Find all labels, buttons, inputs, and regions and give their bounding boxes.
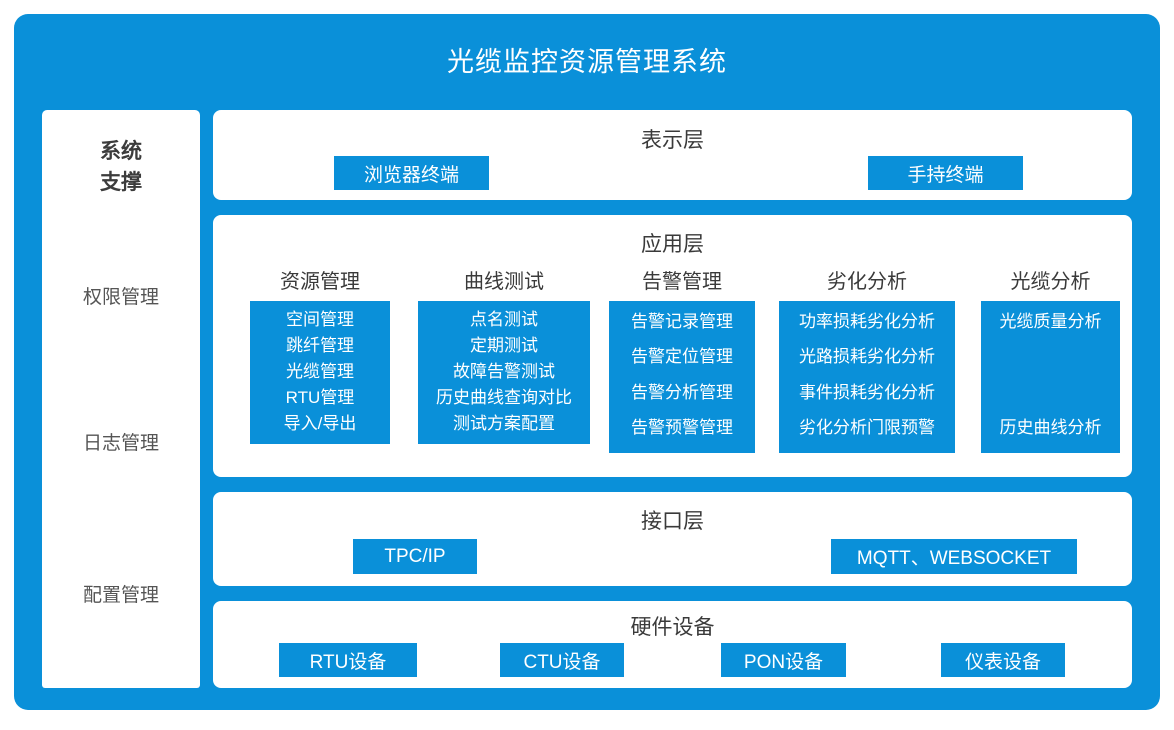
- sidebar-title-line-1: 系统: [100, 140, 142, 163]
- app-column-items: 空间管理 跳纤管理 光缆管理 RTU管理 导入/导出: [250, 301, 390, 444]
- chip-instrument-device[interactable]: 仪表设备: [941, 643, 1065, 677]
- app-column-alarm-management: 告警管理 告警记录管理 告警定位管理 告警分析管理 告警预警管理: [609, 267, 755, 453]
- app-item[interactable]: 告警定位管理: [631, 347, 733, 367]
- app-column-items: 告警记录管理 告警定位管理 告警分析管理 告警预警管理: [609, 301, 755, 453]
- chip-tcp-ip[interactable]: TPC/IP: [353, 539, 477, 574]
- chip-handheld-terminal[interactable]: 手持终端: [868, 156, 1023, 190]
- chip-mqtt-websocket[interactable]: MQTT、WEBSOCKET: [831, 539, 1077, 574]
- app-item[interactable]: 劣化分析门限预警: [799, 417, 935, 437]
- system-architecture-frame: 光缆监控资源管理系统 系统 支撑 权限管理 日志管理 配置管理 表示层 浏览器终…: [14, 14, 1160, 710]
- app-column-header: 劣化分析: [827, 271, 907, 293]
- app-item[interactable]: 故障告警测试: [453, 362, 555, 381]
- sidebar-item-log-management[interactable]: 日志管理: [82, 433, 159, 454]
- app-item[interactable]: 点名测试: [470, 310, 538, 329]
- layer-hardware-title: 硬件设备: [630, 616, 715, 639]
- sidebar-item-permission-management[interactable]: 权限管理: [82, 287, 159, 308]
- app-item[interactable]: 功率损耗劣化分析: [799, 312, 935, 331]
- chip-browser-terminal[interactable]: 浏览器终端: [334, 156, 489, 190]
- app-item[interactable]: 定期测试: [470, 336, 538, 355]
- app-column-header: 曲线测试: [464, 271, 544, 293]
- sidebar-item-config-management[interactable]: 配置管理: [82, 585, 159, 606]
- app-item[interactable]: RTU管理: [285, 388, 355, 407]
- sidebar-title-line-2: 支撑: [100, 171, 142, 194]
- app-item[interactable]: 测试方案配置: [453, 414, 555, 433]
- chip-rtu-device[interactable]: RTU设备: [279, 643, 417, 677]
- app-column-resource-management: 资源管理 空间管理 跳纤管理 光缆管理 RTU管理 导入/导出: [250, 267, 390, 444]
- app-item[interactable]: 导入/导出: [283, 414, 357, 433]
- app-item[interactable]: 事件损耗劣化分析: [799, 382, 935, 402]
- layer-application-title: 应用层: [641, 233, 704, 256]
- sidebar-title: 系统 支撑: [42, 136, 200, 198]
- layer-interface-title: 接口层: [641, 510, 704, 533]
- app-column-items: 点名测试 定期测试 故障告警测试 历史曲线查询对比 测试方案配置: [418, 301, 590, 444]
- layer-presentation: 表示层 浏览器终端 手持终端: [213, 110, 1132, 200]
- app-column-header: 光缆分析: [1010, 271, 1091, 293]
- app-column-header: 资源管理: [280, 271, 360, 293]
- app-item[interactable]: 告警记录管理: [631, 312, 733, 331]
- app-item[interactable]: 告警预警管理: [631, 417, 733, 437]
- app-item[interactable]: 光缆质量分析: [999, 312, 1102, 331]
- layer-application: 应用层 资源管理 空间管理 跳纤管理 光缆管理 RTU管理 导入/导出 曲线测试…: [213, 215, 1132, 477]
- chip-pon-device[interactable]: PON设备: [721, 643, 846, 677]
- app-column-cable-analysis: 光缆分析 光缆质量分析 历史曲线分析: [981, 267, 1120, 453]
- layer-hardware: 硬件设备 RTU设备 CTU设备 PON设备 仪表设备: [213, 601, 1132, 688]
- app-item[interactable]: 光缆管理: [286, 362, 354, 381]
- app-item[interactable]: 空间管理: [286, 310, 354, 329]
- app-column-degradation-analysis: 劣化分析 功率损耗劣化分析 光路损耗劣化分析 事件损耗劣化分析 劣化分析门限预警: [779, 267, 955, 453]
- layer-presentation-title: 表示层: [641, 129, 704, 152]
- page-title: 光缆监控资源管理系统: [447, 47, 727, 77]
- app-column-header: 告警管理: [642, 271, 722, 293]
- layer-interface: 接口层 TPC/IP MQTT、WEBSOCKET: [213, 492, 1132, 586]
- app-column-items: 功率损耗劣化分析 光路损耗劣化分析 事件损耗劣化分析 劣化分析门限预警: [779, 301, 955, 453]
- app-column-curve-test: 曲线测试 点名测试 定期测试 故障告警测试 历史曲线查询对比 测试方案配置: [418, 267, 590, 444]
- app-item[interactable]: 告警分析管理: [631, 382, 733, 402]
- app-item[interactable]: 光路损耗劣化分析: [799, 347, 935, 367]
- app-column-items: 光缆质量分析 历史曲线分析: [981, 301, 1120, 453]
- app-item[interactable]: 跳纤管理: [286, 336, 354, 355]
- sidebar-system-support: 系统 支撑 权限管理 日志管理 配置管理: [42, 110, 200, 688]
- chip-ctu-device[interactable]: CTU设备: [500, 643, 624, 677]
- app-item[interactable]: 历史曲线查询对比: [436, 388, 572, 407]
- app-item[interactable]: 历史曲线分析: [999, 418, 1102, 437]
